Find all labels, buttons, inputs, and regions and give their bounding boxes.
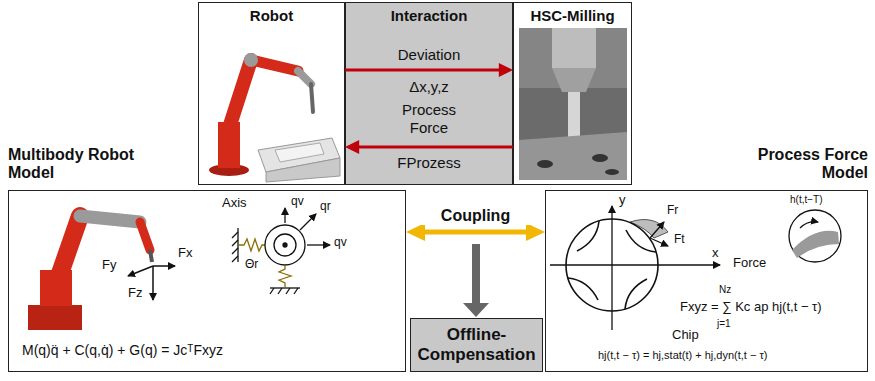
panel-title: Robot bbox=[199, 3, 344, 25]
panel-heading: Multibody Robot Model bbox=[8, 146, 158, 182]
robot-model-panel: Multibody Robot Model bbox=[8, 146, 406, 372]
panel-title: HSC-Milling bbox=[514, 3, 631, 25]
force-label: Fy bbox=[102, 258, 116, 273]
panel-title: Interaction bbox=[346, 3, 512, 25]
robot-photo bbox=[209, 53, 340, 182]
axis-label: y bbox=[619, 193, 626, 208]
robot-panel: Robot bbox=[198, 2, 345, 185]
robot-model-figure bbox=[28, 216, 175, 330]
result-arrow bbox=[463, 244, 489, 317]
cutter-sketch bbox=[550, 206, 841, 330]
coordinate-label: qv bbox=[334, 236, 347, 250]
force-title: Force bbox=[733, 256, 766, 271]
chip-title: Chip bbox=[672, 328, 699, 343]
axis-title: Axis bbox=[222, 196, 247, 211]
force-model-panel: Process Force Model bbox=[545, 146, 868, 372]
arrow-head bbox=[406, 223, 425, 241]
equation: hj(t,t − τ) = hj,stat(t) + hj,dyn(t,t − … bbox=[598, 349, 767, 362]
connector bbox=[406, 223, 545, 241]
edge-label: Deviation bbox=[369, 46, 489, 64]
coordinate-label: qr bbox=[320, 200, 331, 214]
force-label: Fx bbox=[178, 246, 192, 261]
milling-photo bbox=[519, 28, 627, 180]
force-label: Fz bbox=[128, 286, 142, 301]
edge-label: Process Force bbox=[384, 101, 474, 137]
panel-heading: Process Force Model bbox=[733, 146, 868, 182]
equation: M(q)q̈ + C(q,q̇) + G(q) = JcᵀFxyz bbox=[22, 342, 223, 358]
coordinate-label: Θr bbox=[245, 258, 258, 272]
result-label: Offline-Compensation bbox=[411, 325, 542, 366]
chip-thickness-label: h(t,t−T) bbox=[790, 194, 823, 206]
signal-label: Δx,y,z bbox=[379, 78, 479, 95]
model-frame bbox=[545, 190, 868, 372]
axis-sketch bbox=[232, 208, 330, 294]
sum-limit: j=1 bbox=[717, 318, 731, 330]
equation: Fxyz = ∑ Kc ap hj(t,t − τ) bbox=[680, 300, 822, 315]
edge-label: Coupling bbox=[421, 207, 531, 225]
connector-line bbox=[424, 230, 527, 235]
compensation-box: Offline-Compensation bbox=[410, 318, 543, 372]
coordinate-label: qv bbox=[291, 195, 304, 209]
sum-limit: Nz bbox=[719, 284, 731, 296]
force-label: Ft bbox=[674, 233, 685, 247]
axis-label: x bbox=[712, 246, 719, 261]
arrow-head bbox=[526, 223, 545, 241]
signal-label: FProzess bbox=[379, 154, 479, 171]
milling-panel: HSC-Milling bbox=[513, 2, 632, 185]
force-label: Fr bbox=[667, 204, 678, 218]
